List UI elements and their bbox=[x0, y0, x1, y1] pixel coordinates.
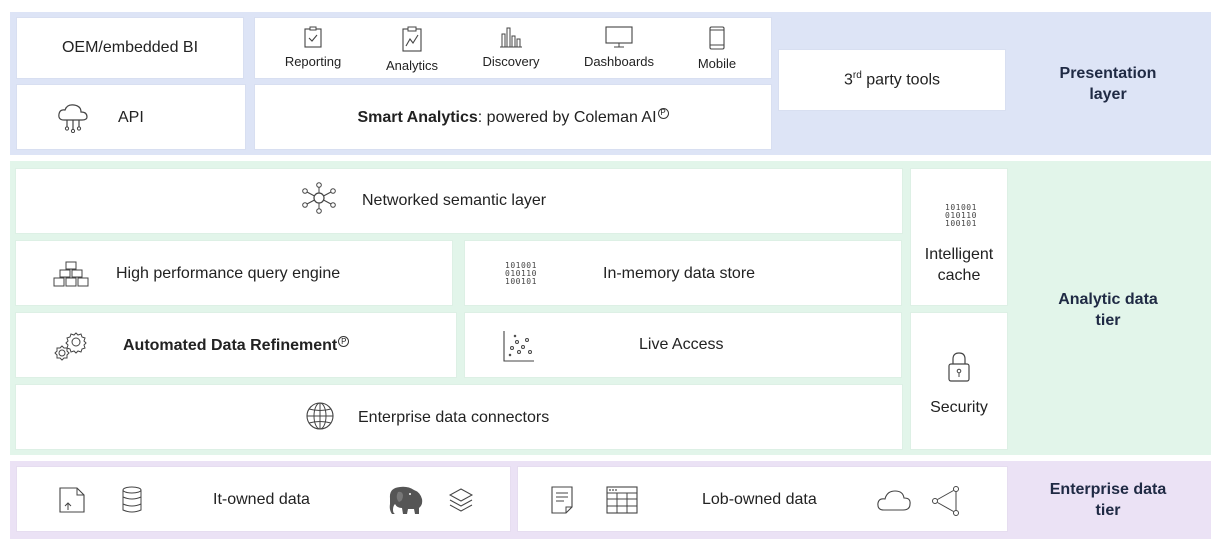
tool-mobile: Mobile bbox=[689, 26, 745, 71]
tool-label: Analytics bbox=[385, 58, 439, 73]
intelligent-cache-label: Intelligent cache bbox=[924, 246, 994, 284]
tool-dashboards: Dashboards bbox=[583, 26, 655, 69]
clipboard-chart-icon bbox=[402, 26, 422, 52]
binary-row: 100101 bbox=[945, 219, 977, 228]
globe-icon bbox=[306, 402, 334, 430]
intelligent-cache-box bbox=[911, 169, 1007, 305]
api-box bbox=[17, 85, 245, 149]
hierarchy-blocks-icon bbox=[53, 261, 89, 287]
api-label: API bbox=[118, 109, 144, 126]
binary-row: 101001 bbox=[505, 261, 537, 270]
third-party-label: 3rd party tools bbox=[844, 70, 940, 89]
cloud-network-icon bbox=[58, 104, 88, 133]
it-owned-box bbox=[17, 467, 510, 531]
semantic-layer-box bbox=[16, 169, 902, 233]
layers-icon bbox=[448, 488, 474, 512]
data-connectors-label: Enterprise data connectors bbox=[358, 409, 550, 426]
mobile-phone-icon bbox=[709, 26, 725, 50]
smart-analytics-rest: : powered by Coleman AI bbox=[477, 108, 657, 126]
binary-data-icon: 101001 010110 100101 bbox=[505, 262, 537, 286]
binary-row: 010110 bbox=[945, 211, 977, 220]
data-refinement-box bbox=[16, 313, 456, 377]
clipboard-check-icon bbox=[304, 26, 322, 48]
document-icon bbox=[551, 486, 573, 514]
analytic-tier-label: Analytic data tier bbox=[1058, 291, 1158, 329]
tool-label: Discovery bbox=[482, 54, 540, 69]
third-party-rest: party tools bbox=[861, 71, 941, 89]
binary-search-icon: 101001 010110 100101 bbox=[945, 204, 977, 228]
share-nodes-icon bbox=[932, 486, 959, 516]
tool-discovery: Discovery bbox=[480, 26, 542, 69]
network-hub-icon bbox=[302, 182, 336, 214]
in-memory-box bbox=[465, 241, 901, 305]
spreadsheet-window-icon bbox=[606, 486, 638, 514]
enterprise-tier-label: Enterprise data tier bbox=[1049, 481, 1167, 519]
file-upload-icon bbox=[59, 487, 85, 513]
data-refinement-text: Automated Data Refinement bbox=[123, 336, 338, 354]
query-engine-label: High performance query engine bbox=[116, 265, 341, 282]
third-party-prefix: 3 bbox=[843, 71, 853, 89]
tool-label: Mobile bbox=[697, 56, 737, 71]
bar-chart-icon bbox=[500, 27, 522, 48]
query-engine-box bbox=[16, 241, 452, 305]
trademark-icon: P bbox=[657, 107, 669, 119]
lob-owned-label: Lob-owned data bbox=[702, 491, 817, 508]
presentation-layer-label: Presentation layer bbox=[1059, 65, 1157, 103]
oem-embedded-bi-box: OEM/embedded BI bbox=[17, 18, 243, 78]
scatter-plot-icon bbox=[503, 331, 534, 362]
tool-reporting: Reporting bbox=[282, 26, 344, 69]
tools-box bbox=[255, 18, 771, 78]
gears-icon bbox=[54, 332, 87, 361]
database-icon bbox=[122, 486, 142, 513]
third-party-tools-box: 3rd party tools bbox=[779, 50, 1005, 110]
data-connectors-box bbox=[16, 385, 902, 449]
binary-row: 010110 bbox=[505, 269, 537, 278]
semantic-layer-label: Networked semantic layer bbox=[362, 192, 547, 209]
third-party-sup: rd bbox=[852, 70, 862, 82]
elephant-icon bbox=[389, 486, 423, 514]
tool-analytics: Analytics bbox=[381, 26, 443, 73]
oem-label: OEM/embedded BI bbox=[61, 39, 199, 56]
tool-label: Reporting bbox=[284, 54, 342, 69]
binary-row: 101001 bbox=[945, 203, 977, 212]
smart-analytics-bold: Smart Analytics bbox=[357, 108, 478, 126]
it-owned-label: It-owned data bbox=[213, 491, 310, 508]
cloud-icon bbox=[877, 490, 911, 511]
monitor-icon bbox=[605, 26, 633, 48]
in-memory-label: In-memory data store bbox=[603, 265, 756, 282]
lob-owned-box bbox=[518, 467, 1007, 531]
live-access-box bbox=[465, 313, 901, 377]
tool-label: Dashboards bbox=[583, 54, 655, 69]
trademark-icon: P bbox=[338, 336, 350, 347]
binary-row: 100101 bbox=[505, 277, 537, 286]
lock-icon bbox=[948, 352, 970, 382]
live-access-label: Live Access bbox=[639, 336, 724, 353]
security-label: Security bbox=[930, 399, 988, 416]
